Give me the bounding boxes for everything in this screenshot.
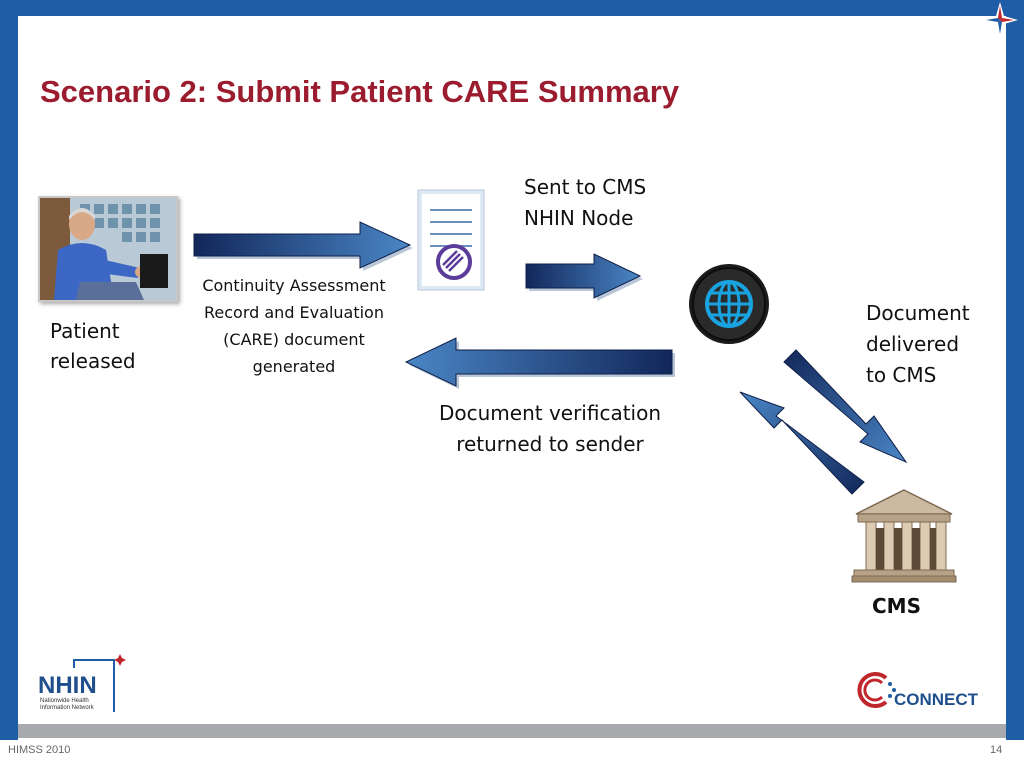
cms-building-icon <box>851 489 957 583</box>
footer-event-label: HIMSS 2010 <box>8 744 71 756</box>
document-delivered-label: Document delivered to CMS <box>866 298 970 391</box>
slide-page-number: 14 <box>990 744 1003 756</box>
connect-logo: CONNECT <box>856 668 988 712</box>
delivered-label-line2: delivered <box>866 332 960 356</box>
verification-label-line2: returned to sender <box>456 432 644 456</box>
care-document-label: Continuity Assessment Record and Evaluat… <box>188 272 400 380</box>
patient-label-line2: released <box>50 349 136 373</box>
slide-frame-top <box>18 0 1006 16</box>
corner-star-icon <box>982 2 1018 38</box>
nhin-logo-text: NHIN <box>38 672 97 699</box>
care-document-icon <box>417 189 485 291</box>
care-label-line4: generated <box>252 357 336 376</box>
arrow-node-to-cms <box>783 349 908 464</box>
patient-label-line1: Patient <box>50 319 120 343</box>
delivered-label-line1: Document <box>866 301 970 325</box>
slide-frame-left <box>0 0 18 740</box>
nhin-logo: NHIN Nationwide Health Information Netwo… <box>38 654 134 714</box>
verification-label-line1: Document verification <box>438 401 662 425</box>
slide-frame-right <box>1006 0 1024 740</box>
delivered-label-line3: to CMS <box>866 363 937 387</box>
connect-logo-text: CONNECT <box>894 690 979 709</box>
sent-label-line1: Sent to CMS <box>524 175 647 199</box>
care-label-line1: Continuity Assessment <box>202 276 386 295</box>
arrow-cms-to-node <box>739 391 865 495</box>
care-label-line3: (CARE) document <box>223 330 365 349</box>
slide-frame-bottom <box>18 724 1006 738</box>
slide-title: Scenario 2: Submit Patient CARE Summary <box>40 74 680 109</box>
sent-label-line2: NHIN Node <box>524 206 634 230</box>
globe-icon <box>689 264 769 344</box>
sent-to-cms-label: Sent to CMS NHIN Node <box>524 172 646 234</box>
nhin-logo-subtitle-2: Information Network <box>40 705 94 711</box>
nhin-logo-subtitle-1: Nationwide Health <box>40 698 89 704</box>
arrow-document-to-node <box>525 253 643 301</box>
patient-released-label: Patient released <box>50 316 136 376</box>
patient-photo <box>38 196 178 302</box>
arrow-patient-to-document <box>193 221 413 271</box>
verification-label: Document verification returned to sender <box>422 398 678 460</box>
care-label-line2: Record and Evaluation <box>204 303 384 322</box>
arrow-verification-return <box>404 337 675 389</box>
cms-label: CMS <box>872 594 921 618</box>
